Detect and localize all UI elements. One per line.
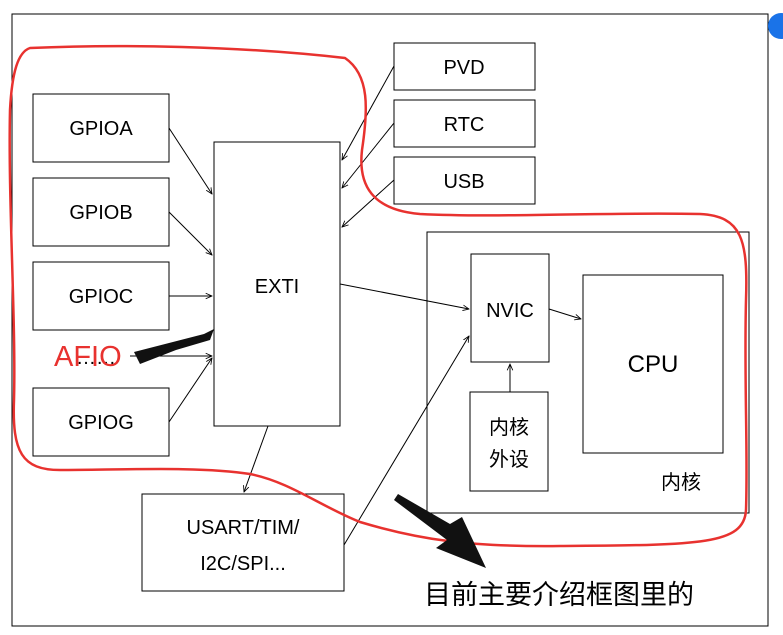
arrow-gpiob-exti [168,211,212,255]
rtc-label: RTC [444,114,485,136]
rtc-box [393,99,536,148]
exti-box [213,141,341,427]
arrow-gpioa-exti [168,127,212,194]
note-annotation: 目前主要介绍框图里的 [424,580,694,610]
nvic-label: NVIC [486,300,534,322]
arrow-exti-peripheral [244,425,269,492]
usb-label: USB [443,171,484,193]
pvd-box [393,42,536,91]
afio-annotation: AFIO [54,341,122,373]
gpiob-box [32,177,170,247]
peripheral-label-2: I2C/SPI... [200,553,286,575]
cpu-box [582,274,724,454]
core-region-label: 内核 [661,471,701,494]
arrow-gpiog-exti [168,358,212,423]
core-peripheral-box [469,391,549,492]
peripheral-box [141,493,345,592]
gpioc-label: GPIOC [69,286,133,308]
gpiog-label: GPIOG [68,412,134,434]
nvic-box [470,253,550,363]
gpioa-box [32,93,170,163]
corner-badge-icon [768,13,783,39]
gpiog-box [32,387,170,457]
arrow-nvic-cpu [548,308,581,319]
gpiob-label: GPIOB [69,202,132,224]
outer-frame [11,13,769,627]
cpu-label: CPU [628,351,679,378]
afio-pointer-arrow-icon [134,329,214,364]
arrow-peripheral-nvic [343,336,469,546]
gpio-ellipsis: …… [76,347,116,369]
annotation-red-loop [8,44,748,548]
gpioa-label: GPIOA [69,118,133,140]
core-peripheral-label-2: 外设 [489,448,529,471]
arrow-rtc-exti [342,122,395,188]
peripheral-label-1: USART/TIM/ [187,517,300,539]
arrow-exti-nvic [339,283,469,309]
exti-label: EXTI [255,276,299,298]
pvd-label: PVD [443,57,484,79]
note-pointer-arrow-icon [394,494,486,568]
arrow-usb-exti [342,179,395,227]
arrow-pvd-exti [342,65,395,160]
core-peripheral-label-1: 内核 [489,416,529,439]
